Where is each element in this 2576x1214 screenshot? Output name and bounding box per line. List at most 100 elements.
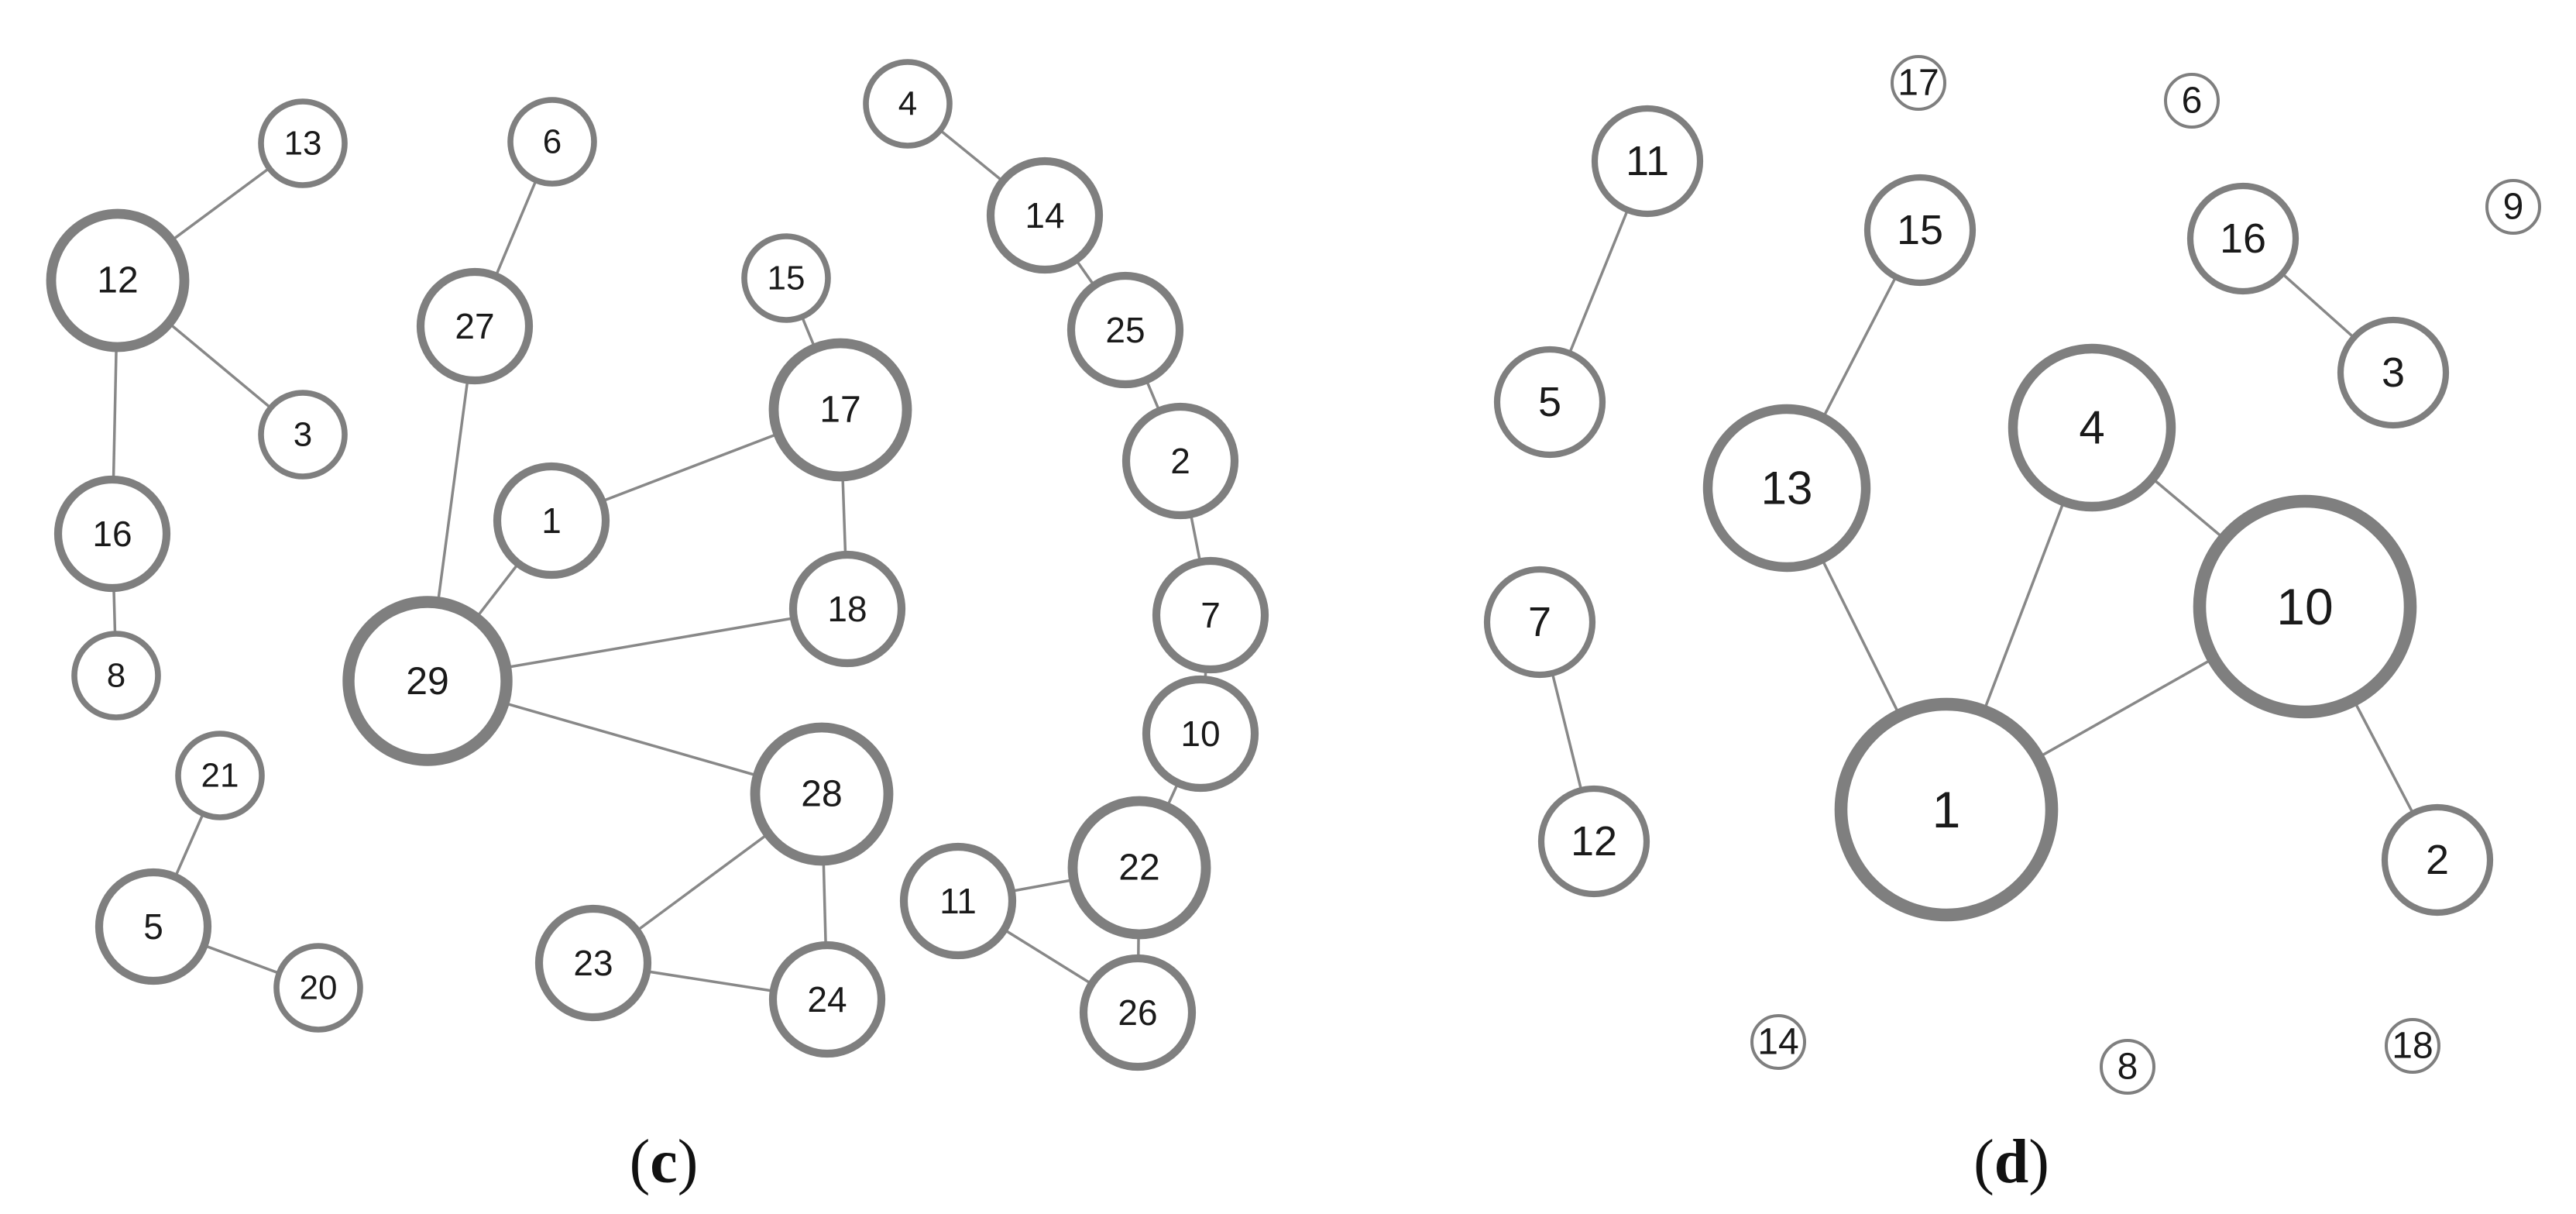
node-circle: [2485, 179, 2541, 235]
node-circle: [46, 208, 190, 353]
node-21: 21: [175, 731, 265, 820]
node-circle: [788, 550, 906, 668]
node-label: 18: [2392, 1026, 2433, 1067]
node-label: 5: [143, 906, 163, 947]
node-circle: [2337, 316, 2450, 429]
node-24: 24: [768, 941, 886, 1058]
node-label: 3: [294, 416, 312, 454]
node-10: 10: [1142, 675, 1259, 793]
node-circle: [863, 59, 953, 149]
node-label: 9: [2503, 187, 2524, 228]
node-4: 4: [863, 59, 953, 149]
panel-c-network: 1213316821520627129151718282324414252710…: [46, 59, 1269, 1196]
node-15: 15: [741, 233, 831, 323]
node-label: 5: [1538, 379, 1561, 425]
node-circle: [1702, 404, 1871, 573]
node-circle: [71, 631, 161, 720]
node-1: 1: [1834, 697, 2059, 922]
node-circle: [1142, 675, 1259, 793]
node-11: 11: [899, 842, 1017, 960]
node-14: 14: [1750, 1014, 1806, 1070]
node-label: 7: [1200, 595, 1221, 635]
node-3: 3: [258, 390, 348, 480]
node-label: 11: [1626, 138, 1669, 184]
node-18: 18: [788, 550, 906, 668]
node-circle: [2164, 73, 2220, 129]
node-label: 7: [1528, 599, 1551, 645]
node-label: 16: [92, 514, 132, 554]
panel-c-caption: (c): [630, 1128, 699, 1196]
node-13: 13: [258, 98, 348, 188]
node-27: 27: [416, 267, 534, 385]
node-label: 24: [807, 979, 847, 1020]
node-label: 4: [898, 85, 917, 123]
node-circle: [2186, 182, 2300, 295]
node-label: 14: [1025, 195, 1064, 236]
node-label: 28: [801, 774, 842, 815]
node-label: 6: [543, 123, 562, 161]
node-5: 5: [1493, 346, 1606, 459]
node-circle: [750, 722, 894, 866]
node-label: 10: [2276, 578, 2333, 635]
node-3: 3: [2337, 316, 2450, 429]
node-23: 23: [534, 904, 652, 1022]
node-6: 6: [507, 97, 597, 187]
node-8: 8: [71, 631, 161, 720]
node-label: 17: [819, 390, 860, 431]
node-label: 13: [284, 125, 322, 163]
node-label: 14: [1757, 1022, 1798, 1063]
node-label: 12: [1571, 818, 1617, 865]
node-circle: [1750, 1014, 1806, 1070]
node-16: 16: [2186, 182, 2300, 295]
node-circle: [2385, 1018, 2440, 1074]
node-circle: [768, 338, 912, 482]
node-22: 22: [1067, 796, 1211, 940]
node-17: 17: [1891, 55, 1946, 111]
node-label: 15: [768, 260, 805, 297]
node-label: 13: [1761, 463, 1813, 514]
node-label: 8: [107, 657, 125, 695]
node-16: 16: [53, 475, 171, 593]
node-circle: [2193, 494, 2417, 719]
node-label: 3: [2382, 349, 2405, 396]
node-label: 2: [2426, 837, 2449, 883]
node-4: 4: [2008, 343, 2176, 512]
node-circle: [94, 868, 212, 985]
node-circle: [1537, 785, 1650, 898]
node-circle: [507, 97, 597, 187]
node-9: 9: [2485, 179, 2541, 235]
node-circle: [2100, 1039, 2155, 1095]
node-label: 12: [97, 260, 138, 301]
node-circle: [899, 842, 1017, 960]
node-8: 8: [2100, 1039, 2155, 1095]
node-20: 20: [273, 943, 363, 1033]
node-circle: [53, 475, 171, 593]
node-circle: [175, 731, 265, 820]
node-17: 17: [768, 338, 912, 482]
node-label: 17: [1898, 63, 1939, 104]
node-circle: [1066, 271, 1184, 389]
node-label: 22: [1118, 848, 1159, 889]
node-circle: [416, 267, 534, 385]
node-circle: [258, 98, 348, 188]
node-13: 13: [1702, 404, 1871, 573]
node-circle: [1079, 954, 1197, 1071]
node-label: 15: [1897, 207, 1943, 253]
node-18: 18: [2385, 1018, 2440, 1074]
node-circle: [258, 390, 348, 480]
node-circle: [534, 904, 652, 1022]
node-29: 29: [342, 596, 513, 766]
node-26: 26: [1079, 954, 1197, 1071]
node-1: 1: [493, 462, 610, 579]
node-circle: [741, 233, 831, 323]
node-label: 23: [573, 943, 613, 983]
node-circle: [1493, 346, 1606, 459]
node-12: 12: [46, 208, 190, 353]
node-5: 5: [94, 868, 212, 985]
node-label: 1: [1932, 781, 1961, 838]
node-circle: [2381, 803, 2494, 917]
node-label: 6: [2182, 81, 2203, 122]
node-circle: [1891, 55, 1946, 111]
